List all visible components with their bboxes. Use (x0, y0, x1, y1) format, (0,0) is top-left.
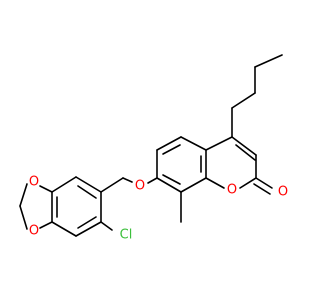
chlorobenzodioxole-ring (51, 176, 113, 237)
dioxole-ring (19, 183, 53, 230)
butyl-chain (231, 54, 283, 138)
ether-linkage (100, 177, 158, 193)
dioxole-top-oxygen-label: O (29, 175, 39, 190)
atom-labels: O O O O O Cl (29, 175, 288, 243)
carbonyl-oxygen-label: O (278, 185, 288, 200)
ether-oxygen-label: O (135, 179, 145, 194)
dioxole-bottom-oxygen-label: O (29, 224, 39, 239)
molecule-structure: O O O O O Cl (19, 54, 288, 243)
chlorine-label: Cl (120, 228, 133, 243)
benzene-ring-fused (156, 136, 207, 193)
structure-canvas: O O O O O Cl (19, 54, 289, 243)
ring-oxygen-label: O (227, 183, 237, 198)
pyranone-ring (205, 136, 273, 195)
